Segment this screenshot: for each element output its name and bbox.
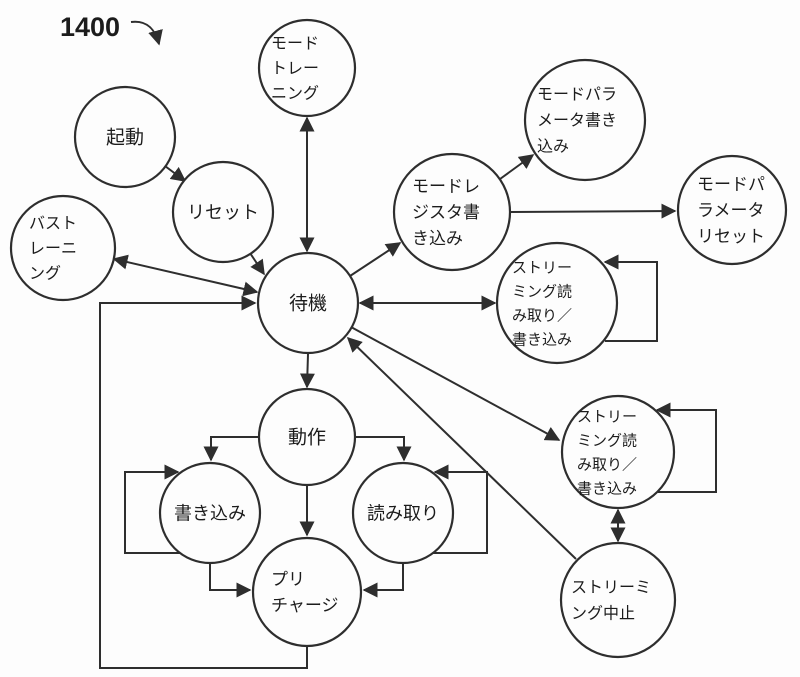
- state-circle-reset: [171, 160, 275, 264]
- state-node-streaming-rw-1: ストリーミング読み取り／書き込み: [495, 241, 619, 365]
- nodes-layer: 起動モードトレーニングリセットバストレーニング待機モードレジスタ書き込みモードパ…: [9, 18, 788, 659]
- transition-arrow-streaming-rw-2-self-loop: [655, 402, 717, 493]
- state-node-mode-training: モードトレーニング: [257, 18, 357, 118]
- state-label-mode-param-write: モードパラメータ書き込み: [537, 85, 617, 156]
- transition-arrow-mode-register-to-mode-param-write: [499, 154, 535, 180]
- state-circle-standby: [256, 251, 360, 355]
- state-circle-streaming-abort: [559, 541, 677, 659]
- state-circle-mode-param-reset: [676, 154, 788, 266]
- state-label-bus-training: バストレーニング: [29, 214, 77, 283]
- state-label-streaming-abort: ストリーミング中止: [571, 578, 651, 623]
- transition-arrow-mode-register-to-mode-param-reset: [510, 203, 677, 219]
- state-label-startup: 起動: [106, 127, 144, 149]
- state-circle-bus-training: [9, 194, 117, 302]
- transition-arrow-standby-to-mode-register-write: [349, 242, 402, 277]
- transition-arrow-operation-to-write: [203, 436, 258, 462]
- state-label-write: 書き込み: [174, 503, 246, 524]
- state-label-mode-register-write: モードレジスタ書き込み: [412, 177, 480, 249]
- state-circle-startup: [73, 85, 177, 189]
- state-node-streaming-rw-2: ストリーミング読み取り／書き込み: [560, 394, 676, 510]
- state-node-precharge: プリチャージ: [251, 536, 363, 648]
- transition-arrow-operation-to-read: [356, 436, 412, 462]
- transition-arrow-streaming-abort-to-standby: [346, 336, 577, 560]
- transition-arrow-read-to-precharge: [362, 564, 404, 598]
- state-circle-mode-register-write: [392, 152, 512, 272]
- transition-arrow-streaming-rw-1-self-loop: [603, 254, 658, 342]
- state-circle-streaming-rw-2: [560, 394, 676, 510]
- state-label-standby: 待機: [289, 293, 327, 315]
- state-label-mode-training: モードトレーニング: [271, 34, 319, 103]
- state-circle-operation: [257, 387, 357, 487]
- transition-arrow-write-to-precharge: [209, 564, 252, 598]
- state-circle-mode-training: [257, 18, 357, 118]
- state-circle-precharge: [251, 536, 363, 648]
- state-label-read: 読み取り: [367, 503, 439, 524]
- state-circle-write: [158, 461, 262, 565]
- state-node-write: 書き込み: [158, 461, 262, 565]
- figure-number-label: 1400: [60, 12, 120, 42]
- transition-arrow-read-self-loop: [433, 464, 488, 554]
- transition-arrow-startup-to-reset: [164, 165, 187, 182]
- state-node-reset: リセット: [171, 160, 275, 264]
- state-node-mode-param-write: モードパラメータ書き込み: [523, 58, 647, 182]
- transition-arrow-precharge-to-standby: [99, 295, 308, 669]
- state-label-streaming-rw-2: ストリーミング読み取り／書き込み: [577, 407, 637, 497]
- state-node-bus-training: バストレーニング: [9, 194, 117, 302]
- transition-arrow-reset-to-standby: [249, 252, 265, 276]
- state-node-mode-register-write: モードレジスタ書き込み: [392, 152, 512, 272]
- state-label-mode-param-reset: モードパラメータリセット: [697, 175, 765, 247]
- state-node-mode-param-reset: モードパラメータリセット: [676, 154, 788, 266]
- state-circle-streaming-rw-1: [495, 241, 619, 365]
- state-node-operation: 動作: [257, 387, 357, 487]
- state-node-standby: 待機: [256, 251, 360, 355]
- transition-arrow-write-self-loop: [124, 464, 180, 554]
- edges-layer: [99, 116, 717, 669]
- state-circle-read: [351, 461, 455, 565]
- state-label-operation: 動作: [288, 427, 326, 449]
- figure-label-arrow: [130, 20, 163, 46]
- state-node-read: 読み取り: [351, 461, 455, 565]
- state-circle-mode-param-write: [523, 58, 647, 182]
- transition-arrow-standby-to-streaming-rw-2: [350, 326, 561, 441]
- state-label-reset: リセット: [187, 202, 259, 223]
- state-node-startup: 起動: [73, 85, 177, 189]
- transition-arrow-bus-training-standby: [112, 254, 259, 297]
- transition-arrow-standby-to-operation: [299, 353, 315, 389]
- state-label-streaming-rw-1: ストリーミング読み取り／書き込み: [512, 258, 572, 348]
- state-node-streaming-abort: ストリーミング中止: [559, 541, 677, 659]
- state-label-precharge: プリチャージ: [271, 570, 339, 616]
